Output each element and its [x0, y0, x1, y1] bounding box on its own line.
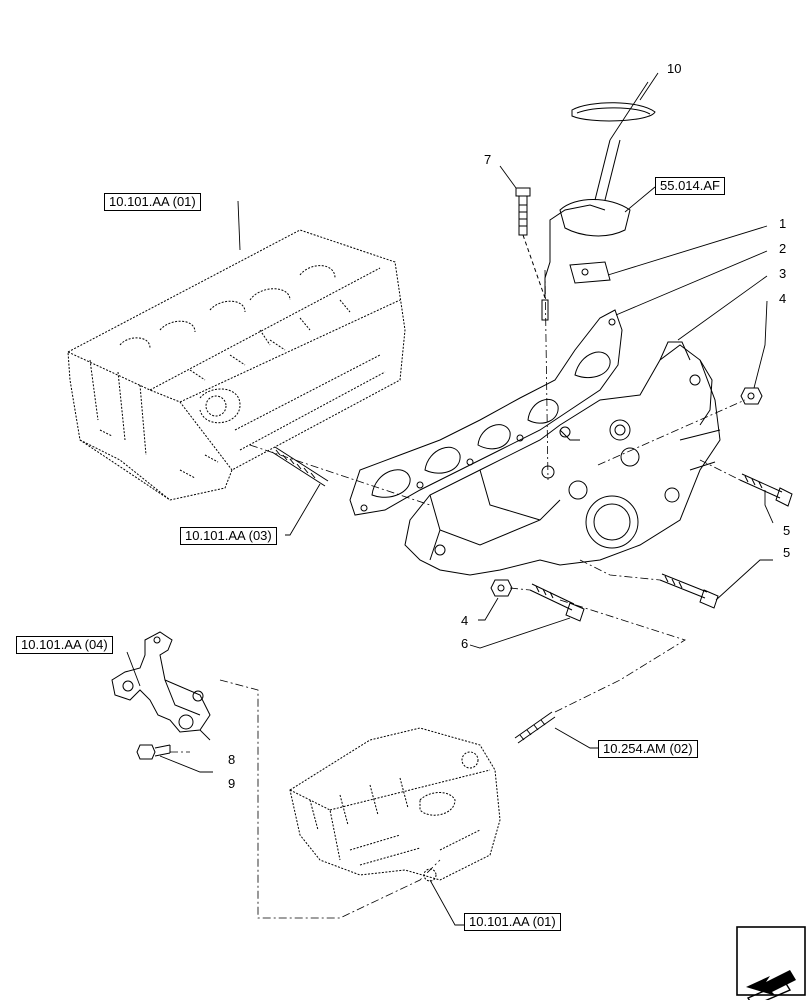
callout-8: 8	[228, 752, 236, 767]
callout-10: 10	[667, 61, 682, 76]
bracket-drawing	[111, 631, 211, 733]
callout-5-lower: 5	[783, 545, 791, 560]
cylinder-head-drawing	[67, 229, 406, 501]
callout-1: 1	[779, 216, 787, 231]
manifold-gasket-drawing	[349, 309, 623, 516]
callout-2: 2	[779, 241, 787, 256]
bolt-9-drawing	[136, 744, 171, 760]
reference-bracket[interactable]: 10.101.AA (04)	[16, 636, 113, 654]
exhaust-manifold-drawing	[404, 341, 721, 576]
callout-9: 9	[228, 776, 236, 791]
reference-cylinder-head[interactable]: 10.101.AA (01)	[104, 193, 201, 211]
leader-lines	[126, 72, 774, 926]
egr-stud-drawing	[514, 711, 556, 744]
callout-3: 3	[779, 266, 787, 281]
bolt-5-lower-drawing	[659, 573, 719, 609]
reference-egr-stud[interactable]: 10.254.AM (02)	[598, 740, 698, 758]
alignment-lines	[170, 269, 746, 919]
nut-top-drawing	[740, 387, 763, 405]
reference-cylinder-block[interactable]: 10.101.AA (01)	[464, 913, 561, 931]
cylinder-block-drawing	[289, 727, 501, 882]
arrow-icon[interactable]	[736, 926, 806, 1000]
temperature-sensor-drawing	[541, 102, 656, 321]
bolt-7-drawing	[515, 187, 546, 299]
callout-7: 7	[484, 152, 492, 167]
callout-6: 6	[461, 636, 469, 651]
callout-4-top: 4	[779, 291, 787, 306]
reference-stud[interactable]: 10.101.AA (03)	[180, 527, 277, 545]
nut-left-drawing	[490, 579, 513, 597]
reference-sensor[interactable]: 55.014.AF	[655, 177, 725, 195]
bolt-6-drawing	[529, 583, 585, 622]
stud-drawing	[271, 446, 329, 487]
callout-4-left: 4	[461, 613, 469, 628]
callout-5-upper: 5	[783, 523, 791, 538]
bolt-5-upper-drawing	[739, 473, 793, 507]
